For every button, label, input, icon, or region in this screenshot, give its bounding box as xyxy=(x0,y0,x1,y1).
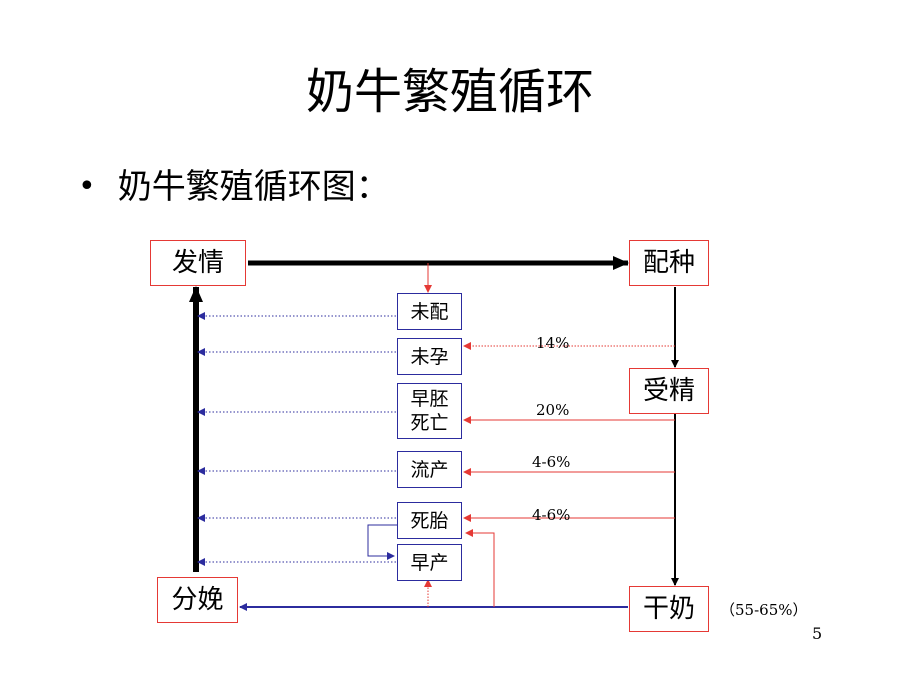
arrow-stillbirth-to-premature xyxy=(367,524,397,560)
slide-title: 奶牛繁殖循环 xyxy=(305,64,594,120)
stage-estrus: 发情 xyxy=(150,240,246,286)
stage-mating: 配种 xyxy=(629,240,709,286)
rate-not-pregnant: 14% xyxy=(536,334,570,352)
outcome-not-pregnant: 未孕 xyxy=(397,338,462,375)
bullet-dot-icon: • xyxy=(78,169,96,204)
stage-conception: 受精 xyxy=(629,368,709,414)
outcome-abortion: 流产 xyxy=(397,451,462,488)
outcome-not-mated: 未配 xyxy=(397,293,462,330)
outcome-stillbirth: 死胎 xyxy=(397,502,462,539)
outcome-premature: 早产 xyxy=(397,544,462,581)
outcome-early-embryo-death: 早胚 死亡 xyxy=(397,383,462,439)
stage-dry: 干奶 xyxy=(629,586,709,632)
bullet-text: 奶牛繁殖循环图： xyxy=(117,167,390,207)
arrow-bottom-to-stillbirth xyxy=(465,529,495,607)
page-number: 5 xyxy=(812,624,823,643)
stage-calving: 分娩 xyxy=(157,577,238,623)
rate-dry: （55-65%） xyxy=(720,601,808,619)
rate-abortion: 4-6% xyxy=(532,453,571,471)
rate-stillbirth: 4-6% xyxy=(532,506,571,524)
bullet-item: • 奶牛繁殖循环图： xyxy=(78,165,390,209)
rate-early-embryo-death: 20% xyxy=(536,401,570,419)
